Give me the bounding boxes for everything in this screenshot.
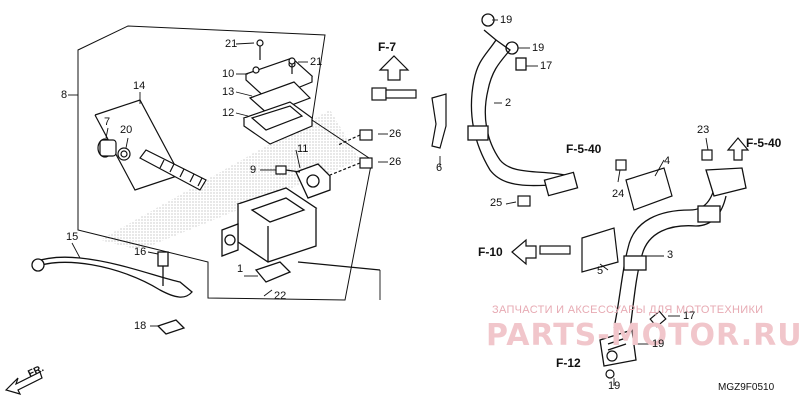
callout-part-4: 4	[664, 155, 671, 167]
callout-part-13: 13	[222, 86, 235, 98]
brake-lever	[31, 251, 193, 335]
callout-part-1: 1	[237, 263, 244, 275]
callout-part-3: 3	[667, 249, 674, 261]
watermark-logo: PARTS-MOTOR.RU	[486, 318, 800, 353]
callout-part-26-upper: 26	[389, 128, 402, 140]
callout-part-24: 24	[612, 188, 625, 200]
callout-part-20: 20	[120, 124, 133, 136]
callout-part-23: 23	[697, 124, 710, 136]
callout-part-19-b: 19	[532, 42, 545, 54]
reference-f5-40-right[interactable]: F-5-40	[746, 136, 782, 150]
reference-f7[interactable]: F-7	[378, 40, 396, 54]
callout-part-18: 18	[134, 320, 147, 332]
front-direction-arrow	[4, 371, 43, 395]
callout-part-21-right: 21	[310, 56, 323, 68]
callout-part-5: 5	[597, 265, 604, 277]
reference-arrows	[378, 55, 750, 266]
callout-part-8: 8	[61, 89, 68, 101]
callout-part-12: 12	[222, 107, 235, 119]
callout-part-25: 25	[490, 197, 503, 209]
callout-part-17-upper: 17	[540, 60, 553, 72]
callout-part-2: 2	[505, 97, 512, 109]
callout-part-26-lower: 26	[389, 156, 402, 168]
brake-hose-2	[467, 13, 579, 197]
leader-lines	[68, 19, 709, 386]
background-stipple	[100, 110, 360, 250]
callout-part-7: 7	[104, 116, 111, 128]
callout-part-22: 22	[274, 290, 287, 302]
callout-part-10: 10	[222, 68, 235, 80]
callout-part-19-c: 19	[652, 338, 665, 350]
callout-part-6: 6	[436, 162, 443, 174]
piston-kit	[94, 99, 207, 191]
banjo-bolt-clamp	[371, 87, 447, 149]
watermark-caption: ЗАПЧАСТИ И АКСЕССУАРЫ ДЛЯ МОТОТЕХНИКИ	[492, 304, 764, 316]
callout-part-15: 15	[66, 231, 79, 243]
small-fasteners	[517, 149, 713, 379]
reference-f10[interactable]: F-10	[478, 245, 503, 259]
reference-f12[interactable]: F-12	[556, 356, 581, 370]
hose-clamp-5	[539, 227, 619, 273]
callout-part-19-a: 19	[500, 14, 513, 26]
callout-part-11: 11	[297, 143, 309, 155]
callout-part-19-d: 19	[608, 380, 621, 392]
reference-f5-40-left[interactable]: F-5-40	[566, 142, 602, 156]
callout-part-16: 16	[134, 246, 147, 258]
callout-part-14: 14	[133, 80, 146, 92]
callout-part-9: 9	[250, 164, 257, 176]
callout-part-17-lower: 17	[683, 310, 696, 322]
bolt-26-pair	[329, 129, 373, 176]
diagram-code: MGZ9F0510	[718, 382, 775, 393]
screw-21-pair	[256, 39, 296, 74]
reservoir-cap-stack	[242, 57, 314, 145]
callout-part-21-left: 21	[225, 38, 238, 50]
hose-clamp-4	[615, 159, 673, 211]
master-cylinder-body	[221, 163, 381, 283]
